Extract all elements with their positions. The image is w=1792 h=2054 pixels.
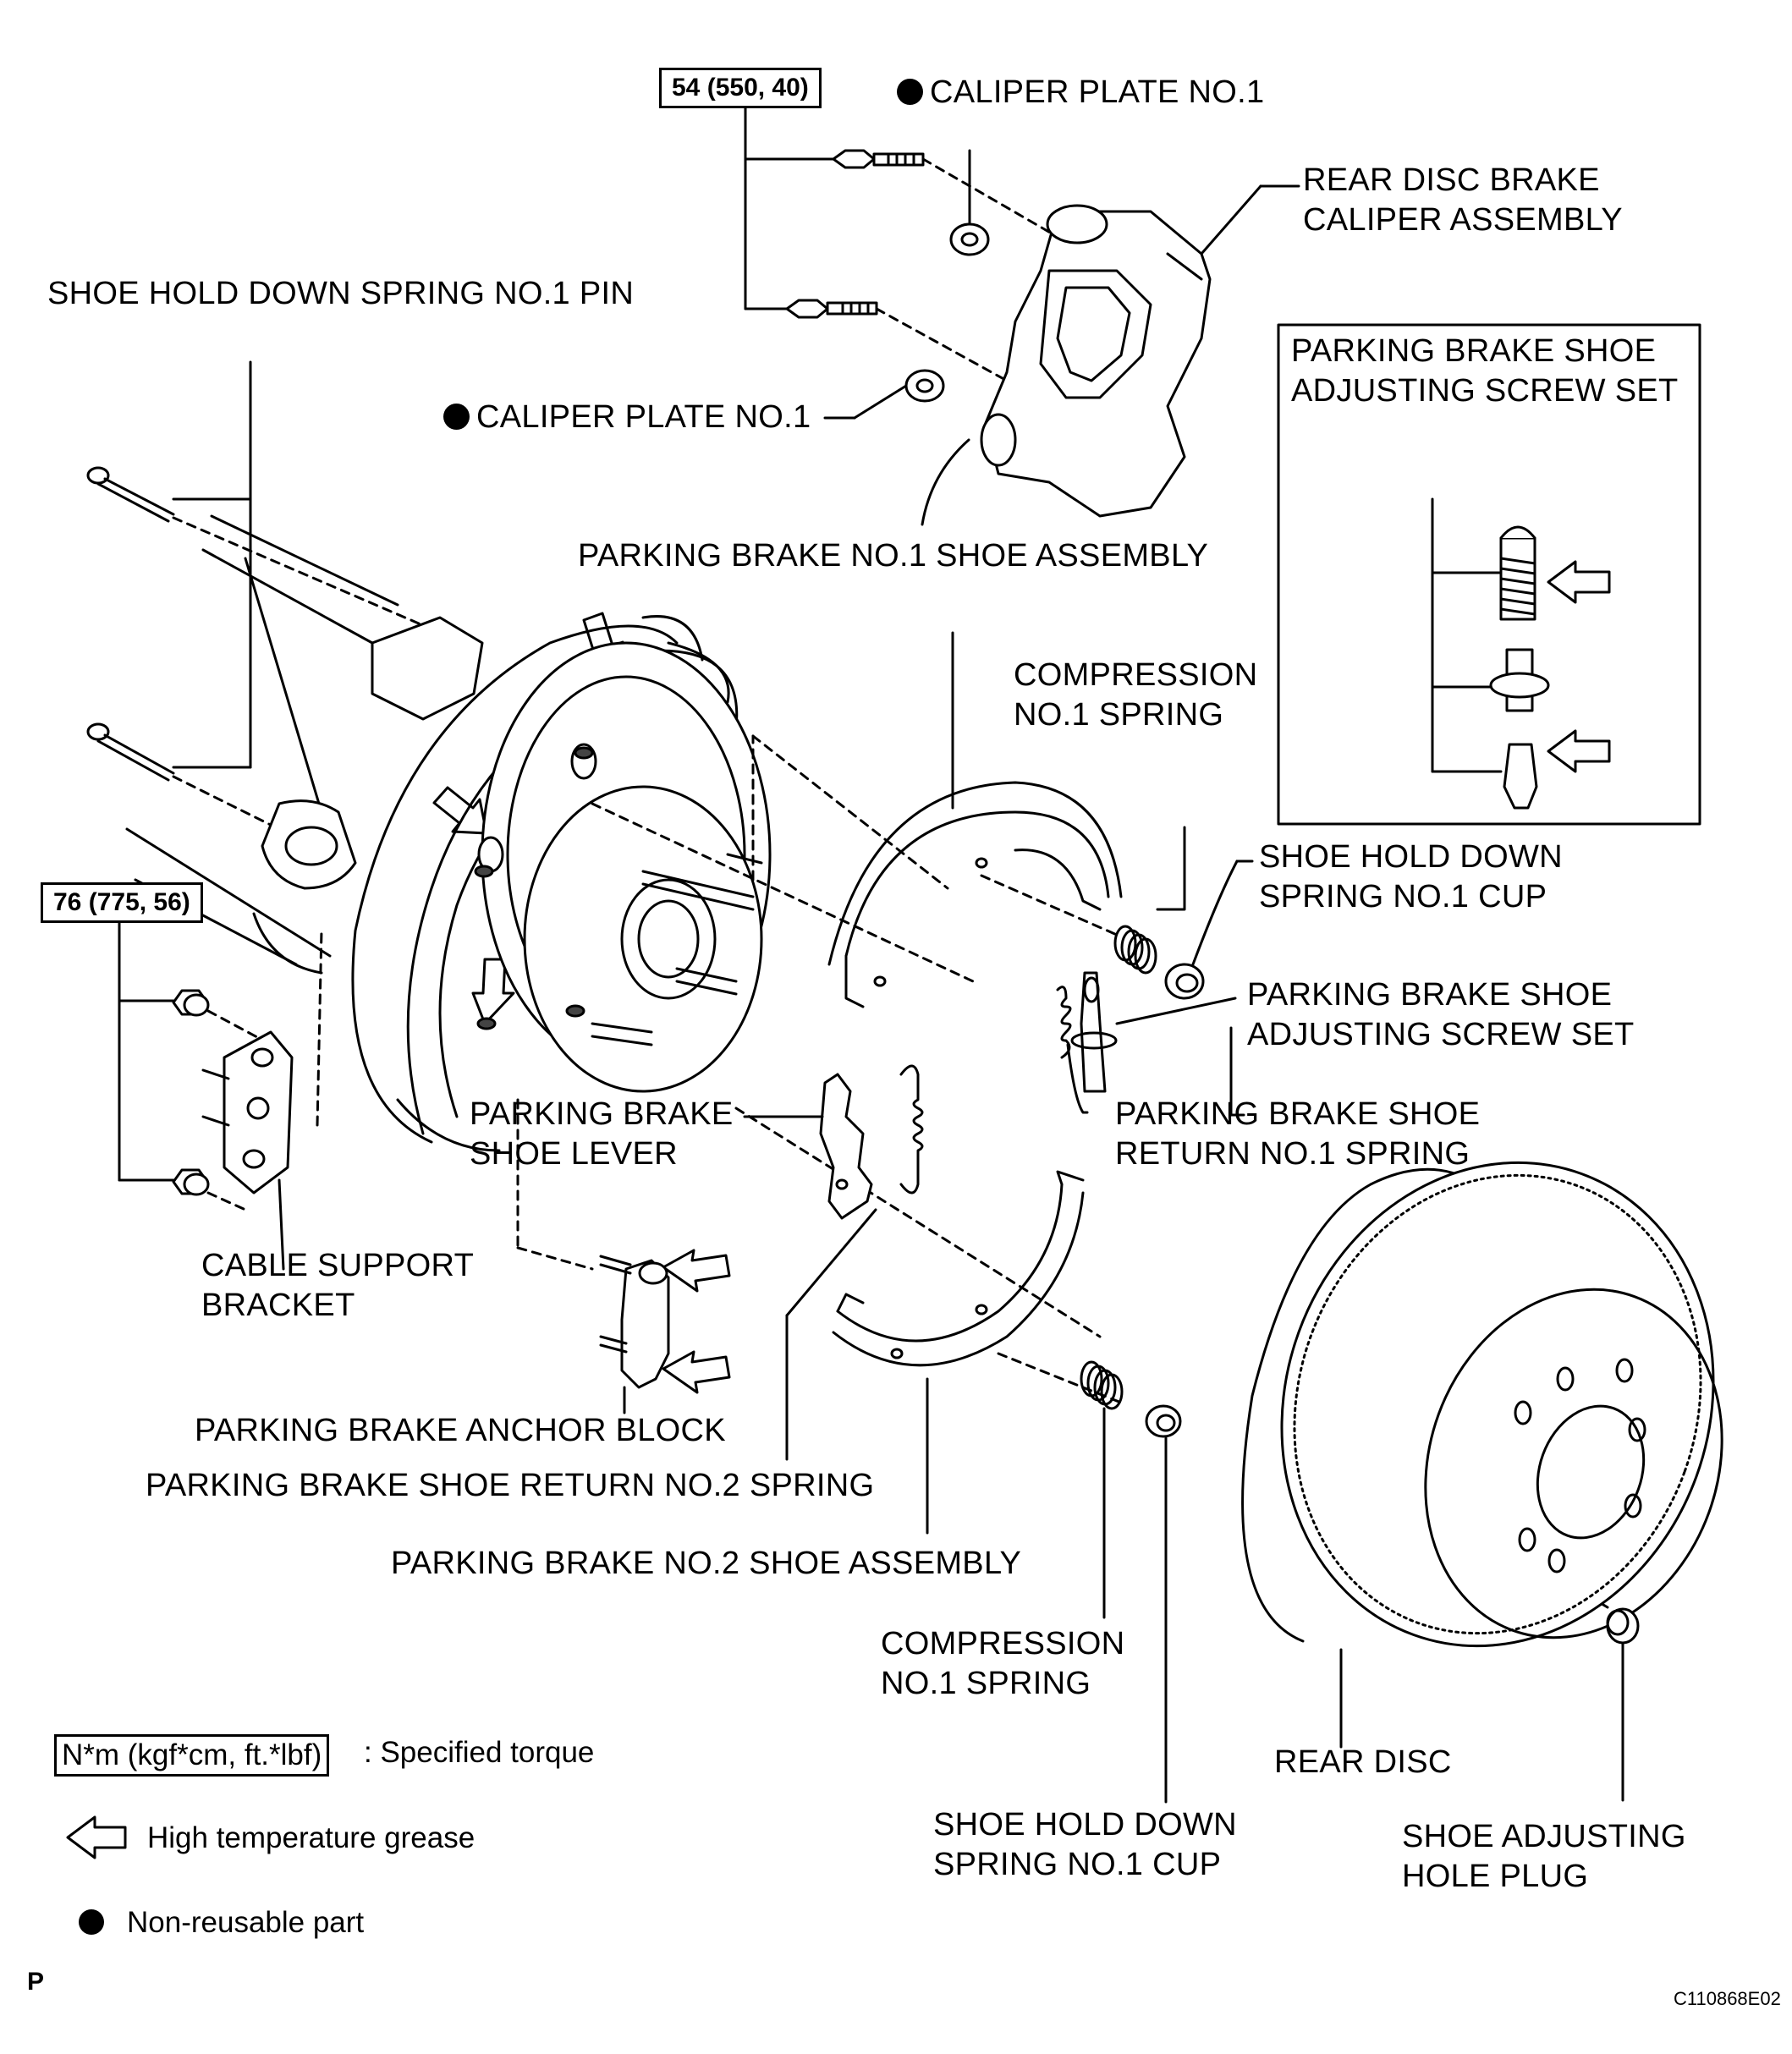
adjusting-screw-set-panel	[1277, 323, 1701, 826]
label-adjusting-screw-set-box-title: PARKING BRAKE SHOE ADJUSTING SCREW SET	[1291, 333, 1679, 409]
shoe-hold-down-pins	[86, 360, 252, 782]
axle-knuckle	[125, 514, 484, 975]
label-caliper-plate-top: CALIPER PLATE NO.1	[897, 73, 1264, 113]
label-anchor-block: PARKING BRAKE ANCHOR BLOCK	[195, 1413, 726, 1448]
return-no1-spring	[1056, 986, 1089, 1114]
adjusting-screw-set-part	[1070, 971, 1237, 1093]
label-rear-disc-brake-caliper: REAR DISC BRAKE CALIPER ASSEMBLY	[1303, 162, 1623, 238]
legend-nonreusable-text: Non-reusable part	[127, 1906, 365, 1939]
legend-torque-text: : Specified torque	[364, 1736, 595, 1769]
adjusting-screw-set-detail	[1431, 497, 1550, 810]
legend-torque-box: N*m (kgf*cm, ft.*lbf)	[54, 1734, 330, 1777]
torque-spec-caliper: 54 (550, 40)	[659, 68, 822, 108]
legend-grease-arrow-icon	[66, 1815, 127, 1859]
nonreusable-dot-icon	[897, 79, 923, 105]
anchor-block	[599, 1255, 670, 1414]
caliper-plate-washer-lower	[904, 369, 945, 403]
nonreusable-dot-icon	[443, 404, 470, 430]
shoe-lever	[743, 1073, 873, 1220]
label-hold-down-cup-lower: SHOE HOLD DOWN SPRING NO.1 CUP	[933, 1807, 1237, 1882]
label-shoe-hold-down-pin: SHOE HOLD DOWN SPRING NO.1 PIN	[47, 276, 635, 311]
bracket-nuts	[172, 989, 210, 1196]
label-compression-spring-upper: COMPRESSION NO.1 SPRING	[1014, 657, 1258, 733]
figure-code: C110868E02	[1674, 1988, 1781, 2009]
legend-grease-text: High temperature grease	[147, 1821, 475, 1854]
caliper-bolt-lower	[785, 299, 878, 319]
label-return-no2-spring: PARKING BRAKE SHOE RETURN NO.2 SPRING	[146, 1468, 875, 1503]
axle-hub	[474, 641, 772, 1093]
hold-down-cup-lower	[1145, 1404, 1182, 1804]
label-hold-down-cup-upper: SHOE HOLD DOWN SPRING NO.1 CUP	[1259, 839, 1563, 914]
compression-spring-lower	[1080, 1360, 1124, 1619]
label-shoe-lever: PARKING BRAKE SHOE LEVER	[470, 1096, 734, 1172]
parking-brake-no2-shoe	[832, 1170, 1085, 1535]
return-no2-spring	[785, 1064, 924, 1461]
label-adjusting-hole-plug: SHOE ADJUSTING HOLE PLUG	[1402, 1819, 1686, 1894]
caliper-torque-leader	[744, 98, 835, 310]
label-no1-shoe-assembly: PARKING BRAKE NO.1 SHOE ASSEMBLY	[578, 538, 1209, 574]
label-rear-disc: REAR DISC	[1274, 1744, 1452, 1780]
adjusting-hole-plug-part	[1606, 1607, 1640, 1802]
label-compression-spring-lower: COMPRESSION NO.1 SPRING	[881, 1626, 1125, 1701]
rear-disc-brake-caliper	[921, 184, 1300, 526]
label-leaders	[1229, 1026, 1245, 1117]
torque-spec-bracket: 76 (775, 56)	[41, 882, 203, 923]
parking-brake-no1-shoe	[827, 631, 1123, 1008]
label-caliper-plate-left: CALIPER PLATE NO.1	[443, 398, 811, 437]
rear-disc	[1241, 1161, 1723, 1749]
hold-down-cup-upper	[1164, 859, 1254, 1000]
caliper-plate-washer-upper	[949, 222, 990, 256]
cable-support-bracket	[201, 1030, 294, 1271]
caliper-bolt	[832, 149, 925, 169]
label-cable-support-bracket: CABLE SUPPORT BRACKET	[201, 1248, 475, 1323]
bolt-axis-lines	[875, 157, 1059, 382]
legend-nonreusable-dot-icon	[79, 1909, 104, 1935]
label-return-no1-spring: PARKING BRAKE SHOE RETURN NO.1 SPRING	[1115, 1096, 1481, 1172]
compression-spring-upper	[1113, 826, 1186, 975]
corner-mark: P	[27, 1968, 45, 1996]
bracket-torque-leader	[118, 916, 175, 1182]
label-no2-shoe-assembly: PARKING BRAKE NO.2 SHOE ASSEMBLY	[391, 1546, 1022, 1581]
label-adjusting-screw-set: PARKING BRAKE SHOE ADJUSTING SCREW SET	[1247, 977, 1635, 1052]
